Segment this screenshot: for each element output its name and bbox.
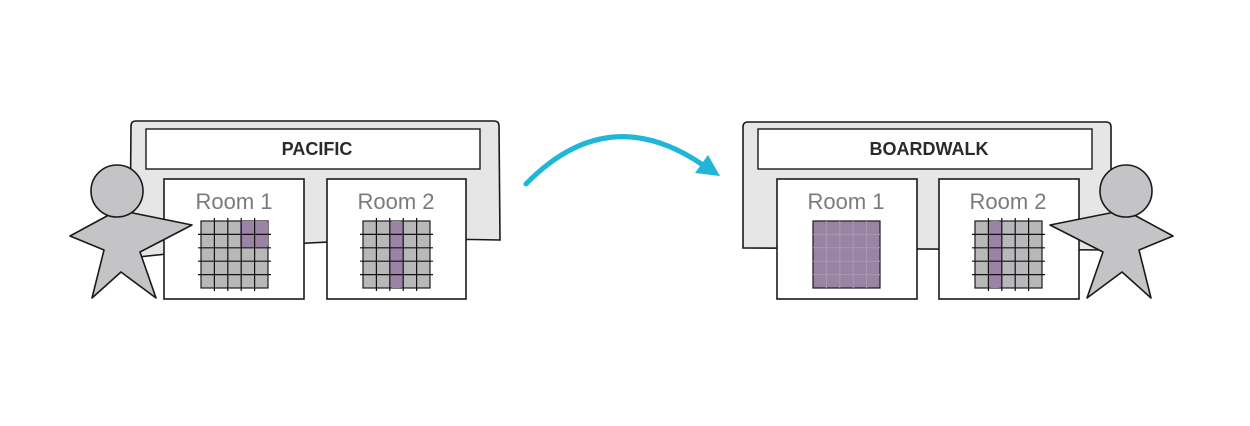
room-label: Room 1 (195, 189, 272, 214)
grid-lines (360, 218, 433, 291)
highlighted-area (988, 221, 1002, 288)
person-icon (1049, 164, 1174, 299)
room-label: Room 2 (357, 189, 434, 214)
arrow-head (695, 155, 720, 176)
room-grid (360, 218, 433, 291)
room-card: Room 2 (938, 178, 1080, 300)
room-card: Room 2 (326, 178, 467, 300)
grid-background (974, 220, 1043, 289)
building-banner (145, 128, 481, 170)
building-boardwalk: BOARDWALK Room 1 Room 2 (742, 121, 1112, 300)
room-label: Room 2 (969, 189, 1046, 214)
highlighted-area (390, 221, 403, 288)
room-label: Room 1 (807, 189, 884, 214)
grid-lines (813, 221, 880, 288)
room-card: Room 1 (163, 178, 305, 300)
building-banner (757, 128, 1093, 170)
arrow-curve (523, 134, 706, 187)
building-name: BOARDWALK (870, 139, 989, 159)
person-icon (69, 164, 193, 299)
building-name: PACIFIC (282, 139, 353, 159)
building-pacific: PACIFIC Room 1 Room 2 (129, 120, 501, 300)
grid-lines (972, 218, 1045, 291)
room-grid (198, 218, 271, 291)
room-card: Room 1 (776, 178, 918, 300)
grid-lines (198, 218, 271, 291)
room-grid (812, 220, 881, 289)
arrow-icon (523, 134, 720, 187)
grid-background (812, 220, 881, 289)
room-grid (972, 218, 1045, 291)
